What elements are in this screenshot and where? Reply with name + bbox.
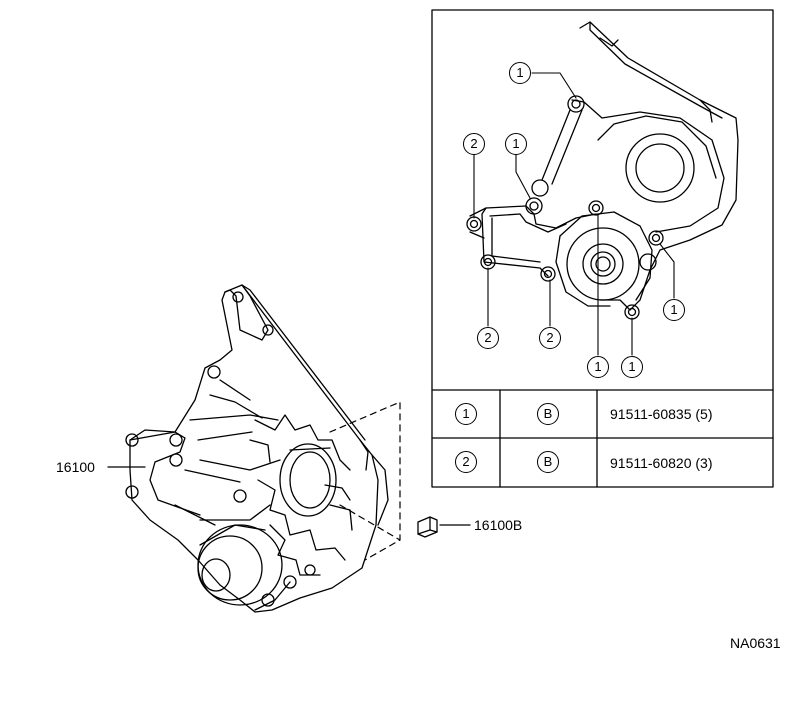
part-number-16100b-label: 16100B (474, 517, 523, 533)
bolt-part-number: 91511-60820 (3) (610, 455, 713, 471)
inset-frame (431, 9, 774, 488)
part-number-16100-label: 16100 (56, 459, 95, 475)
callout-1-right: 1 (663, 299, 685, 321)
timing-cover-detail-illustration (466, 21, 739, 320)
callout-1-upper-left: 1 (505, 133, 527, 155)
callout-1-bottom-mid: 1 (587, 356, 609, 378)
callout-1-top: 1 (509, 62, 531, 84)
callout-2-lower-mid: 2 (539, 327, 561, 349)
bolt-part-number: 91511-60835 (5) (610, 406, 713, 422)
bolt-symbol-circle: B (537, 403, 559, 425)
callout-2-lower-left: 2 (477, 327, 499, 349)
callout-2-upper-left: 2 (463, 133, 485, 155)
bolt-symbol-circle: B (537, 451, 559, 473)
drawing-code-label: NA0631 (730, 635, 781, 651)
gasket-part-16100b (417, 516, 438, 538)
callout-1-bottom-right: 1 (621, 356, 643, 378)
bolt-ref-circle: 2 (455, 451, 477, 473)
water-pump-assembly-illustration (125, 284, 389, 613)
gasket-dashed-outline (329, 401, 401, 561)
bolt-ref-circle: 1 (455, 403, 477, 425)
callout-leaders (473, 72, 675, 356)
